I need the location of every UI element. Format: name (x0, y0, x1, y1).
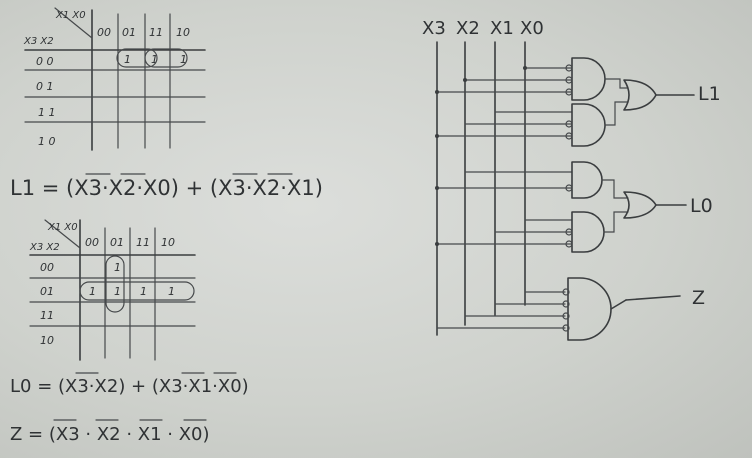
and-gate-1 (571, 57, 606, 101)
gate1-input-wires (436, 67, 573, 93)
output-label-z: Z (692, 287, 705, 309)
kmap1-col-header: 10 (176, 26, 190, 39)
kmap2-one: 1 (168, 285, 175, 298)
or-gate-l1 (623, 79, 657, 111)
inverter-bubble (565, 76, 573, 84)
and-gate-4 (571, 211, 605, 253)
kmap1-group-loop (144, 48, 188, 68)
gate4-input-wires (436, 219, 573, 245)
gate2-input-wires (436, 111, 573, 137)
equation-l0-text: L0 = (X3·X2) + (X3·X1·X0) (10, 376, 249, 397)
inverter-bubble (565, 88, 573, 96)
wire-junction (435, 134, 439, 138)
equation-z: Z = (X3 · X2 · X1 · X0) (10, 419, 210, 445)
kmap1-group-loop (116, 48, 158, 68)
inverter-bubble (565, 228, 573, 236)
wire-junction (523, 66, 527, 70)
kmap1-corner-top: X1 X0 (55, 10, 86, 21)
wire-junction (435, 242, 439, 246)
kmap1-row-header: 0 0 (36, 55, 54, 68)
or-l0-input-wires (601, 179, 629, 233)
gate3-input-wires (436, 171, 573, 189)
and-gate-2 (571, 103, 606, 147)
kmap2-one: 1 (114, 261, 121, 274)
or-l1-input-wires (604, 78, 629, 126)
equation-l0: L0 = (X3·X2) + (X3·X1·X0) (10, 372, 249, 397)
kmap2-row-header: 01 (40, 285, 54, 298)
and-gate-z (567, 277, 612, 341)
kmap1-row-header: 1 0 (38, 135, 56, 148)
inverter-bubble (562, 300, 570, 308)
kmap1-one: 1 (180, 53, 187, 66)
kmap1-diagonal (54, 7, 93, 39)
inverter-bubble (562, 312, 570, 320)
kmap2-one: 1 (89, 285, 96, 298)
kmap-1: X1 X0 X3 X2 00 01 11 10 0 0 0 1 1 1 1 0 … (23, 7, 206, 151)
kmap2-corner-left: X3 X2 (29, 242, 60, 253)
output-wire-z (625, 295, 681, 301)
kmap2-row-header: 10 (40, 334, 54, 347)
wire-junction (435, 186, 439, 190)
and-gate-3 (571, 161, 603, 199)
inverter-bubble (565, 240, 573, 248)
kmap2-one: 1 (114, 285, 121, 298)
inverter-bubble (562, 324, 570, 332)
inverter-bubble (565, 132, 573, 140)
kmap1-col-header: 00 (97, 26, 111, 39)
or-gate-l0 (623, 191, 657, 219)
kmap2-row-header: 00 (40, 261, 54, 274)
output-wire-z (610, 299, 627, 310)
inverter-bubble (562, 288, 570, 296)
kmap1-col-header: 11 (149, 26, 163, 39)
input-label-x0: X0 (520, 18, 544, 39)
gate5-input-wires (436, 291, 566, 329)
kmap2-col-header: 01 (110, 236, 124, 249)
kmap1-one: 1 (151, 53, 158, 66)
kmap1-col-header: 01 (122, 26, 136, 39)
kmap2-col-header: 10 (161, 236, 175, 249)
kmap1-row-header: 0 1 (36, 80, 54, 93)
kmap2-group-loop (79, 281, 195, 301)
kmap1-row-header: 1 1 (38, 106, 56, 119)
kmap2-col-header: 00 (85, 236, 99, 249)
input-label-x2: X2 (456, 18, 480, 39)
kmap2-group-loop (105, 255, 125, 313)
inverter-bubble (565, 120, 573, 128)
wire-junction (463, 78, 467, 82)
equation-l1: L1 = (X3·X2·X0) + (X3·X2·X1) (10, 173, 323, 200)
input-label-x1: X1 (490, 18, 514, 39)
kmap1-one: 1 (124, 53, 131, 66)
logic-circuit: X3 X2 X1 X0 L1 (422, 18, 721, 341)
output-label-l1: L1 (698, 83, 721, 105)
kmap2-one: 1 (140, 285, 147, 298)
inverter-bubble (565, 184, 573, 192)
kmap1-corner-left: X3 X2 (23, 36, 54, 47)
kmap2-col-header: 11 (136, 236, 150, 249)
kmap2-row-header: 11 (40, 309, 54, 322)
output-label-l0: L0 (690, 195, 713, 217)
input-label-x3: X3 (422, 18, 446, 39)
kmap-2: X1 X0 X3 X2 00 01 11 10 00 01 11 10 1 1 … (29, 219, 196, 361)
equation-z-text: Z = (X3 · X2 · X1 · X0) (10, 424, 210, 445)
wire-junction (435, 90, 439, 94)
equation-l1-text: L1 = (X3·X2·X0) + (X3·X2·X1) (10, 176, 323, 200)
kmap2-diagonal (44, 219, 81, 249)
inverter-bubble (565, 64, 573, 72)
kmap2-corner-top: X1 X0 (47, 222, 78, 233)
